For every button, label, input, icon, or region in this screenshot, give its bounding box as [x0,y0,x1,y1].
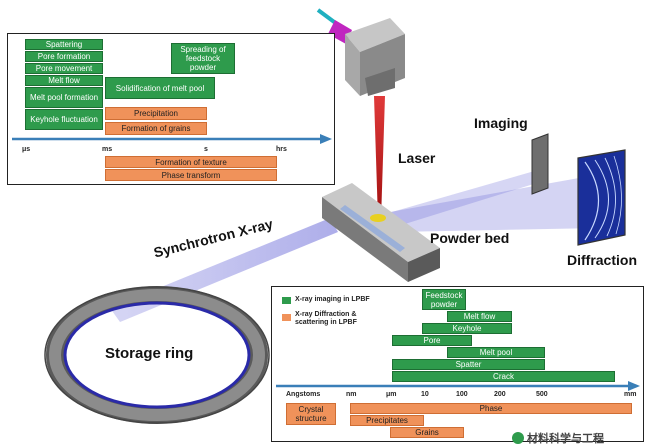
tick-500: 500 [536,391,548,398]
time-scale-panel: Spattering Pore formation Pore movement … [7,33,335,185]
tick-angstoms: Angstoms [286,391,321,398]
pore-bar: Pore [392,335,472,346]
storage-ring-graphic [44,286,270,424]
imaging-label: Imaging [474,115,528,131]
xray-beam-imaging [385,170,540,228]
length-scale-panel: X-ray imaging in LPBF X-ray Diffraction … [271,286,644,442]
keyhole-fluctuation-box: Keyhole fluctuation [25,109,103,130]
diffraction-detector-graphic [577,149,626,246]
tick-10: 10 [421,391,429,398]
precipitation-box: Precipitation [105,107,207,120]
length-axis-arrow [276,381,640,391]
laser-label: Laser [398,150,436,166]
tick-200: 200 [494,391,506,398]
legend-green-label: X-ray imaging in LPBF [295,296,370,303]
formation-of-grains-box: Formation of grains [105,122,207,135]
wechat-icon [512,432,524,444]
melt-pool-bar: Melt pool [447,347,545,358]
formation-of-texture-box: Formation of texture [105,156,277,168]
grains-bar: Grains [390,427,464,438]
powder-bed-graphic [322,183,440,282]
watermark-text: 材料科学与工程 [527,432,604,445]
melt-flow-bar: Melt flow [447,311,512,322]
tick-100: 100 [456,391,468,398]
crack-bar: Crack [392,371,615,382]
laser-beam [374,96,385,220]
imaging-detector-graphic [531,133,549,195]
legend-orange-swatch [282,314,291,321]
feedstock-powder-bar: Feedstock powder [422,289,466,310]
tick-us: μs [22,146,31,153]
laser-head-graphic [316,8,405,96]
time-axis-arrow [12,134,332,144]
legend-orange-label: X-ray Diffraction & scattering in LPBF [295,311,357,326]
tick-ms: ms [102,146,113,153]
diffraction-label: Diffraction [567,252,637,268]
tick-s: s [204,146,208,153]
keyhole-bar: Keyhole [422,323,512,334]
pore-movement-box: Pore movement [25,63,103,74]
watermark: 材料科学与工程 [512,430,604,446]
phase-transform-box: Phase transform [105,169,277,181]
phase-bar: Phase [350,403,632,414]
spatter-bar: Spatter [392,359,545,370]
xray-beam-diffraction [390,176,600,232]
tick-nm: nm [346,391,357,398]
legend-green-swatch [282,297,291,304]
storage-ring-label: Storage ring [105,345,194,362]
powder-bed-label: Powder bed [430,230,510,246]
pore-formation-box: Pore formation [25,51,103,62]
spattering-box: Spattering [25,39,103,50]
spreading-powder-box: Spreading of feedstock powder [171,43,235,74]
melt-flow-box: Melt flow [25,75,103,86]
tick-um: μm [386,391,397,398]
tick-mm: mm [624,391,637,398]
precipitates-bar: Precipitates [350,415,424,426]
crystal-structure-bar: Crystal structure [286,403,336,425]
solidification-box: Solidification of melt pool [105,77,215,99]
tick-hrs: hrs [276,146,287,153]
melt-pool-formation-box: Melt pool formation [25,87,103,108]
